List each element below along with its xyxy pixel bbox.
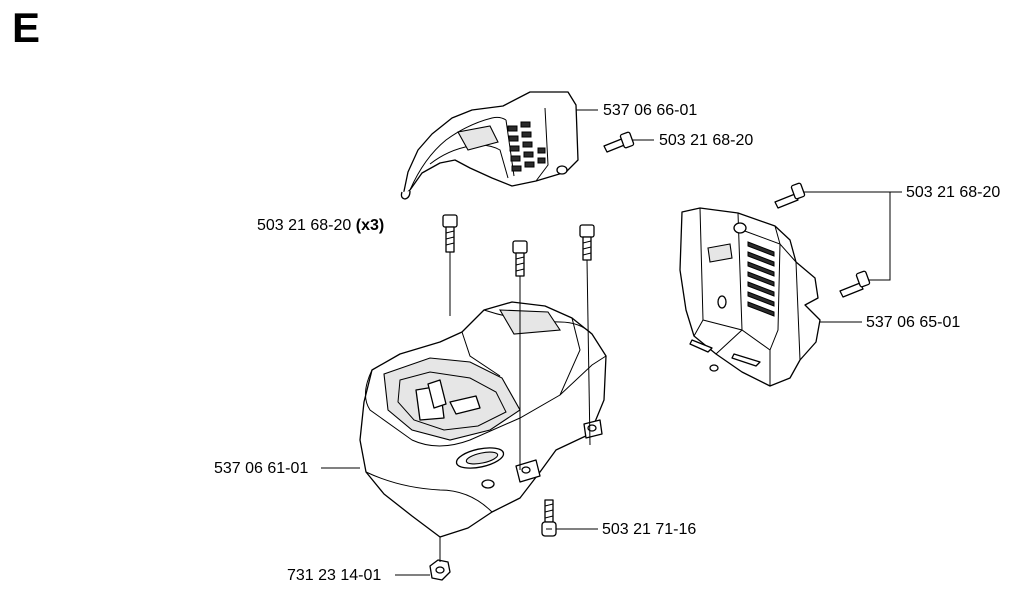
- vertical-screw-left-part: [442, 214, 458, 253]
- top-cover-screw-part: [603, 131, 635, 153]
- nut-part: [429, 559, 451, 581]
- label-side-cover: 537 06 65-01: [866, 314, 961, 331]
- side-cover-screw-upper-part: [774, 182, 806, 209]
- cylinder-cover-part: [359, 301, 607, 538]
- leader-lines: [321, 109, 902, 576]
- side-cover-fins: [747, 241, 775, 317]
- label-screw-x3-qty: (x3): [355, 217, 385, 234]
- vertical-screw-right-part: [579, 224, 595, 261]
- section-letter: E: [12, 4, 41, 51]
- label-top-cover-screw: 503 21 68-20: [659, 132, 754, 149]
- top-cover-vent-slots: [507, 121, 546, 172]
- bottom-screw-part: [541, 499, 557, 537]
- side-cover-part: [679, 207, 821, 387]
- top-cover-part: [400, 91, 579, 200]
- vertical-screw-center-part: [512, 240, 528, 277]
- label-screw-x3-number: 503 21 68-20: [257, 217, 352, 234]
- label-top-cover: 537 06 66-01: [603, 102, 698, 119]
- side-cover-screw-lower-part: [839, 270, 871, 298]
- label-side-cover-screw: 503 21 68-20: [906, 184, 1001, 201]
- label-cylinder-cover: 537 06 61-01: [214, 460, 309, 477]
- label-screw-x3: 503 21 68-20 (x3): [257, 217, 384, 235]
- label-nut: 731 23 14-01: [287, 567, 382, 584]
- label-bottom-screw: 503 21 71-16: [602, 521, 697, 538]
